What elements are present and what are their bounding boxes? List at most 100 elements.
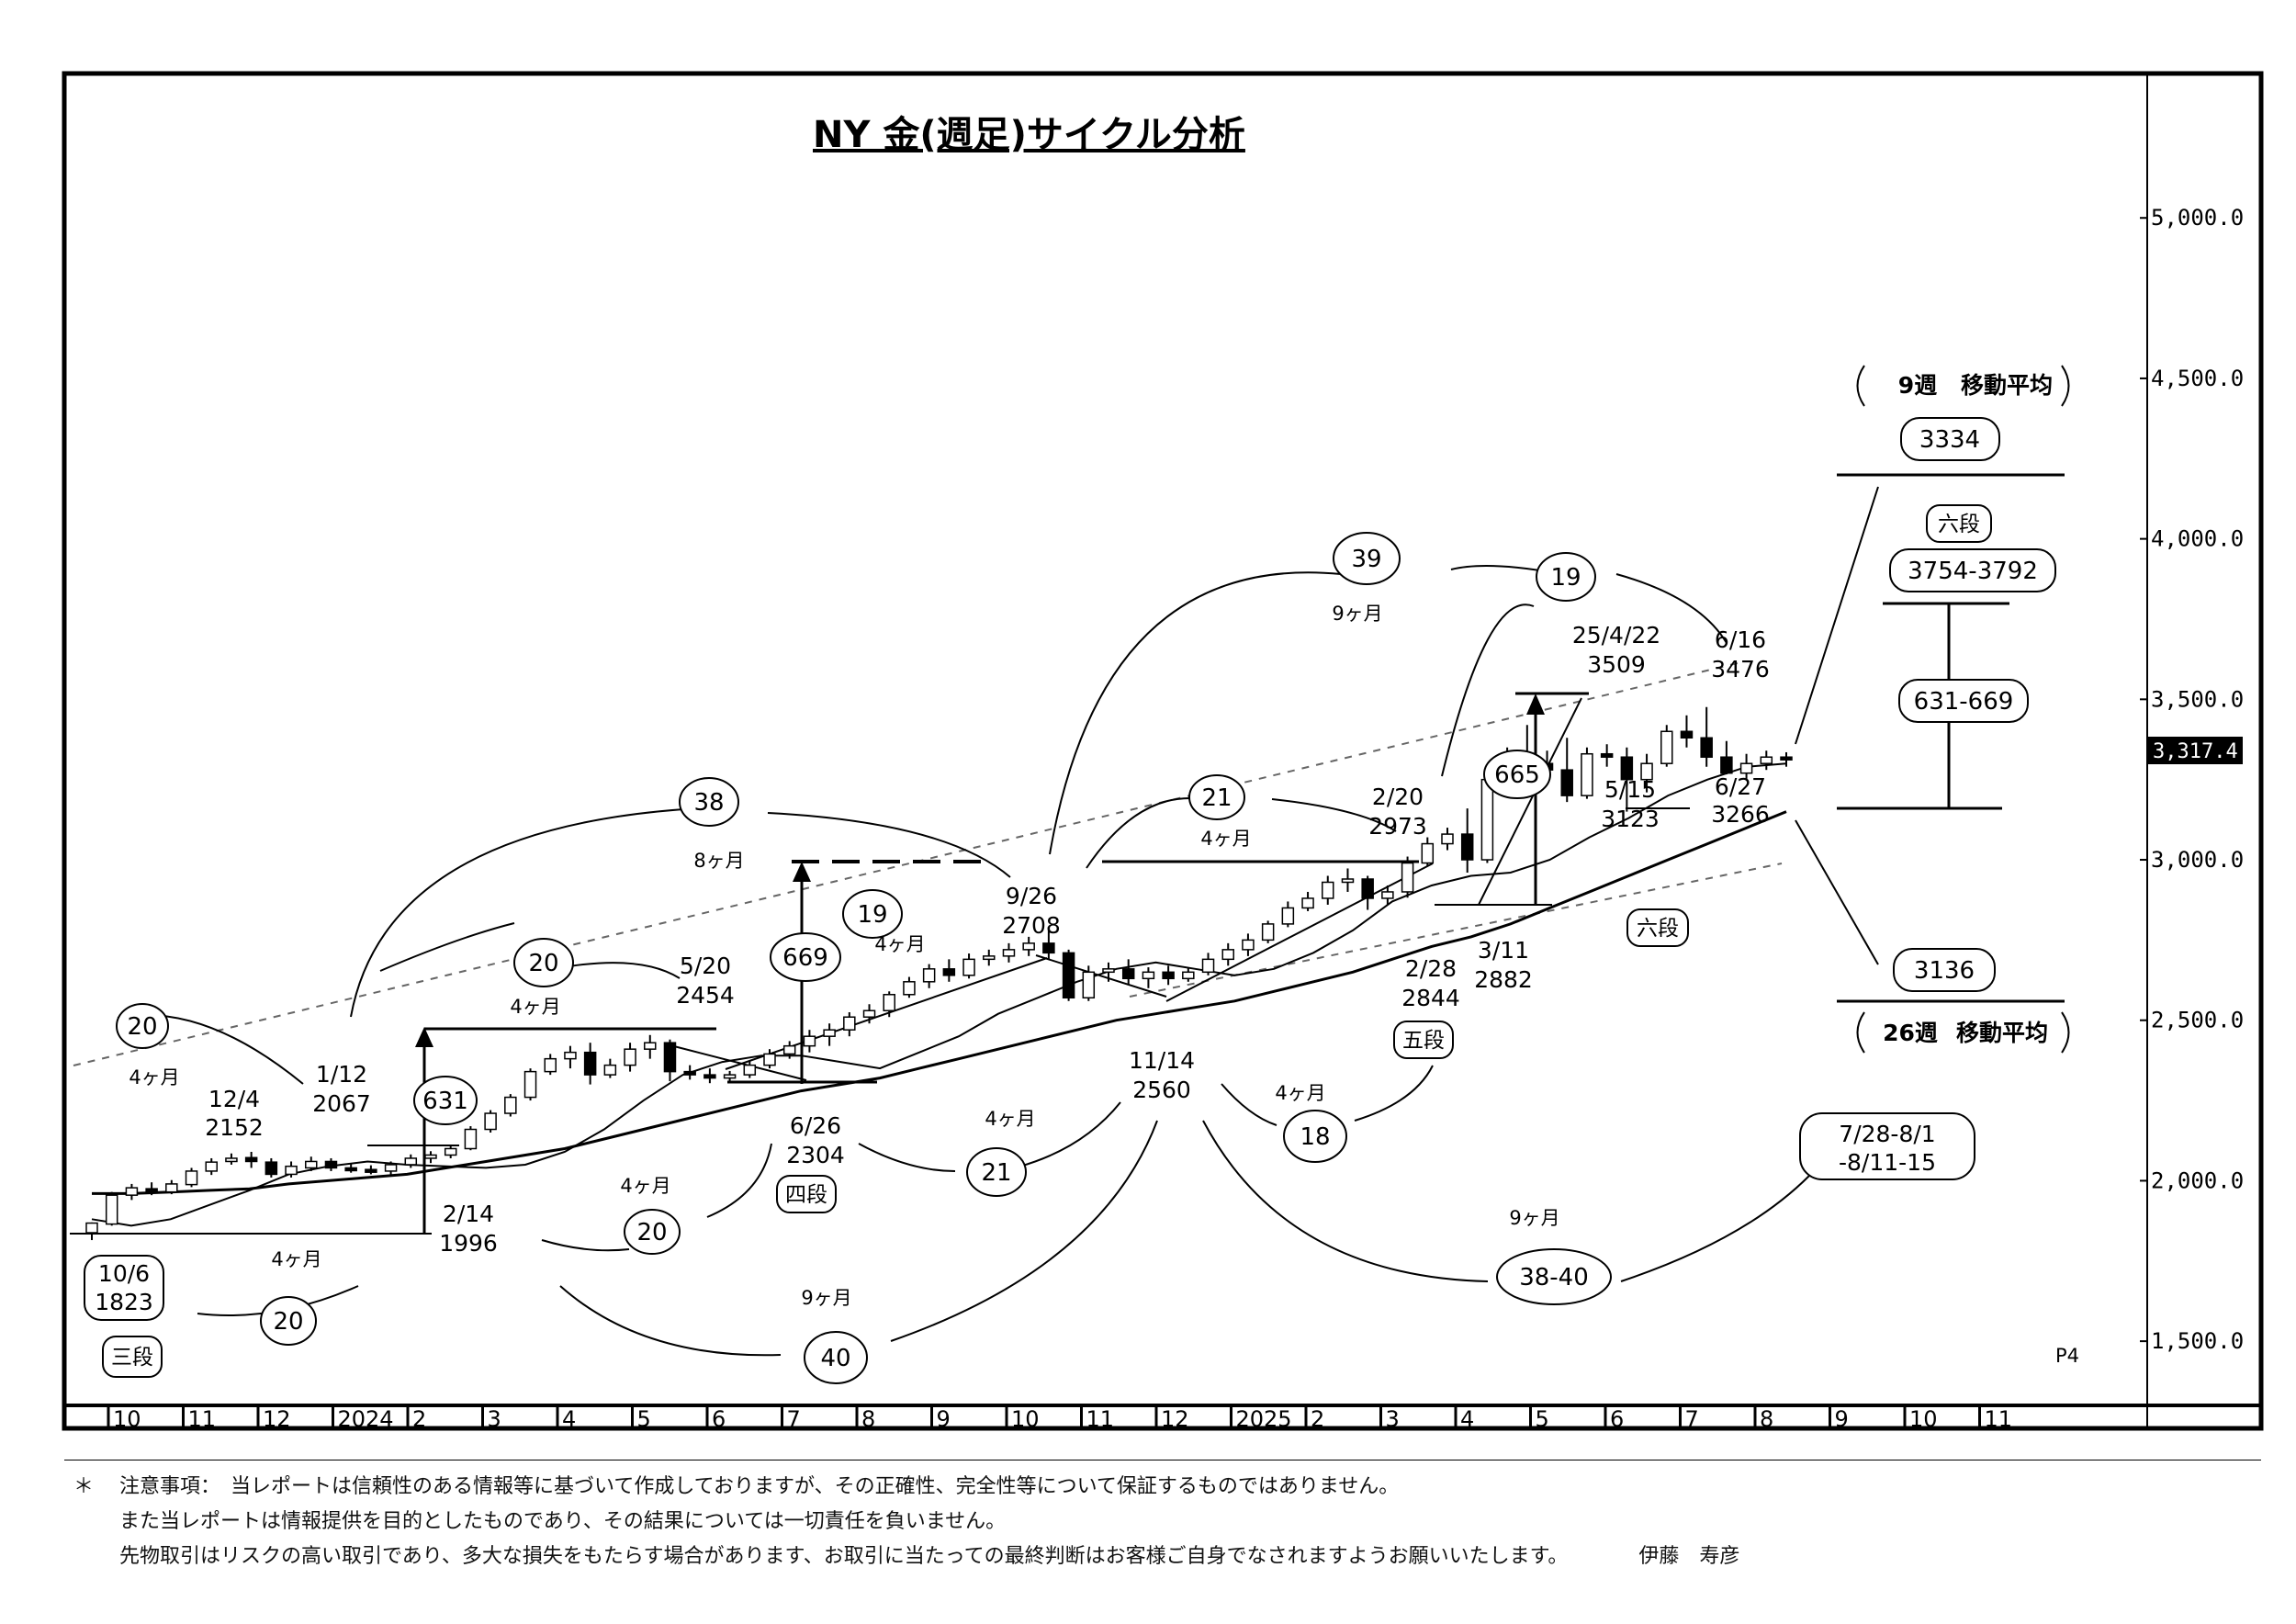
x-tick-label: 10 <box>1909 1406 1938 1432</box>
disclaimer: ＊ 注意事項： 当レポートは信頼性のある情報等に基づいて作成しておりますが、その… <box>73 1470 2186 1574</box>
chart-frame <box>62 71 2264 1431</box>
svg-text:3334: 3334 <box>1919 426 1980 454</box>
arrow-665-head <box>1526 694 1545 715</box>
candle-body <box>683 1070 696 1076</box>
svg-text:7/28-8/1: 7/28-8/1 <box>1839 1121 1935 1147</box>
stage-6: 六段 <box>1626 908 1689 947</box>
ma26-legend: 26週 移動平均 <box>1856 1011 2070 1054</box>
candle-body <box>285 1165 298 1176</box>
x-tick-label: 10 <box>1011 1406 1040 1432</box>
candle-body <box>903 981 916 996</box>
candle-body <box>723 1074 737 1079</box>
svg-text:3476: 3476 <box>1711 656 1770 682</box>
candle-body <box>583 1051 597 1076</box>
svg-text:11/14: 11/14 <box>1129 1047 1195 1074</box>
candle-body <box>663 1042 677 1073</box>
svg-text:1996: 1996 <box>439 1230 498 1257</box>
months-label-9: 8ヶ月 <box>693 850 744 872</box>
candle-body <box>1102 968 1115 974</box>
candle-body <box>1341 878 1355 884</box>
candle-body <box>464 1128 478 1150</box>
circled-40: 40 <box>804 1331 868 1384</box>
candle-body <box>1401 862 1414 893</box>
arc-19 <box>559 1285 782 1357</box>
months-label-8: 4ヶ月 <box>271 1248 321 1270</box>
svg-text:2844: 2844 <box>1401 985 1460 1011</box>
svg-text:5/20: 5/20 <box>680 953 731 979</box>
y-tick-label: 4,000.0 <box>2151 526 2244 552</box>
svg-text:6/27: 6/27 <box>1715 773 1766 800</box>
candle-body <box>823 1029 836 1037</box>
candle-body <box>145 1188 158 1193</box>
ma26-line <box>92 810 1787 1195</box>
cross-line-a <box>666 1043 807 1081</box>
y-tick-label: 5,000.0 <box>2151 205 2244 231</box>
candle-body <box>205 1161 218 1172</box>
svg-text:6/26: 6/26 <box>790 1112 841 1139</box>
last-price-label: 3,317.4 <box>2153 740 2238 763</box>
svg-text:631-669: 631-669 <box>1914 688 2014 716</box>
arc-8 <box>1615 573 1728 644</box>
x-tick-label: 8 <box>861 1406 875 1432</box>
svg-text:2067: 2067 <box>312 1090 371 1117</box>
candle-body <box>703 1074 716 1079</box>
cross-line-b <box>1035 954 1167 998</box>
disclaimer-author: 伊藤 寿彦 <box>1638 1545 1740 1568</box>
arc-14 <box>706 1143 772 1218</box>
svg-text:20: 20 <box>127 1013 157 1041</box>
svg-text:665: 665 <box>1494 761 1540 789</box>
disclaimer-line-3: 先物取引はリスクの高い取引であり、多大な損失をもたらす場合があります、お取引に当… <box>73 1539 2186 1574</box>
svg-text:2/20: 2/20 <box>1372 784 1424 810</box>
x-tick-label: 12 <box>263 1406 291 1432</box>
arrow-631-head <box>415 1027 433 1047</box>
x-tick-label: 6 <box>1610 1406 1624 1432</box>
candle-body <box>1581 752 1593 796</box>
arc-4 <box>379 922 515 972</box>
circled-21-b: 21 <box>966 1147 1027 1197</box>
svg-text:2560: 2560 <box>1132 1077 1191 1103</box>
x-tick-label: 9 <box>937 1406 951 1432</box>
svg-text:1/12: 1/12 <box>316 1061 367 1088</box>
candle-body <box>1560 769 1573 796</box>
candle-body <box>1242 939 1255 951</box>
svg-text:38: 38 <box>693 789 724 817</box>
x-tick-label: 4 <box>562 1406 576 1432</box>
months-label-4: 4ヶ月 <box>1200 828 1251 850</box>
candle-body <box>1739 762 1753 774</box>
last-price-marker: 3,317.4 <box>2147 737 2243 764</box>
svg-text:2152: 2152 <box>205 1114 264 1141</box>
arc-6 <box>1049 571 1342 855</box>
circled-18: 18 <box>1283 1110 1347 1163</box>
arc-15 <box>858 1143 956 1172</box>
circled-19-a: 19 <box>842 889 903 939</box>
svg-text:10/6: 10/6 <box>98 1260 150 1287</box>
svg-text:39: 39 <box>1351 546 1381 573</box>
candle-body <box>85 1222 98 1234</box>
svg-text:2454: 2454 <box>676 982 735 1009</box>
disclaimer-text-2: また当レポートは情報提供を目的としたものであり、その結果については一切責任を負い… <box>119 1510 1007 1533</box>
x-tick-label: 7 <box>1685 1406 1699 1432</box>
stage-4: 四段 <box>776 1175 837 1213</box>
svg-text:3266: 3266 <box>1711 801 1770 828</box>
svg-text:2708: 2708 <box>1002 912 1061 939</box>
candle-body <box>1361 878 1374 899</box>
x-tick-label: 12 <box>1161 1406 1189 1432</box>
candle-body <box>564 1051 577 1060</box>
candle-body <box>1042 942 1055 954</box>
x-tick-label: 5 <box>1536 1406 1549 1432</box>
disclaimer-text-1: 注意事項： 当レポートは信頼性のある情報等に基づいて作成しておりますが、その正確… <box>119 1475 1400 1498</box>
candle-body <box>1221 949 1234 961</box>
y-axis: 5,000.04,500.04,000.03,500.03,000.02,500… <box>2140 205 2244 1354</box>
x-tick-label: 2 <box>412 1406 426 1432</box>
svg-text:六段: 六段 <box>1938 513 1980 536</box>
x-tick-label: 6 <box>712 1406 726 1432</box>
months-label-5: 4ヶ月 <box>620 1175 670 1197</box>
candle-body <box>1142 971 1155 980</box>
svg-text:3754-3792: 3754-3792 <box>1908 558 2038 585</box>
svg-text:9週: 9週 <box>1898 372 1937 399</box>
circled-20-c: 20 <box>624 1209 681 1255</box>
candle-body <box>983 955 996 961</box>
